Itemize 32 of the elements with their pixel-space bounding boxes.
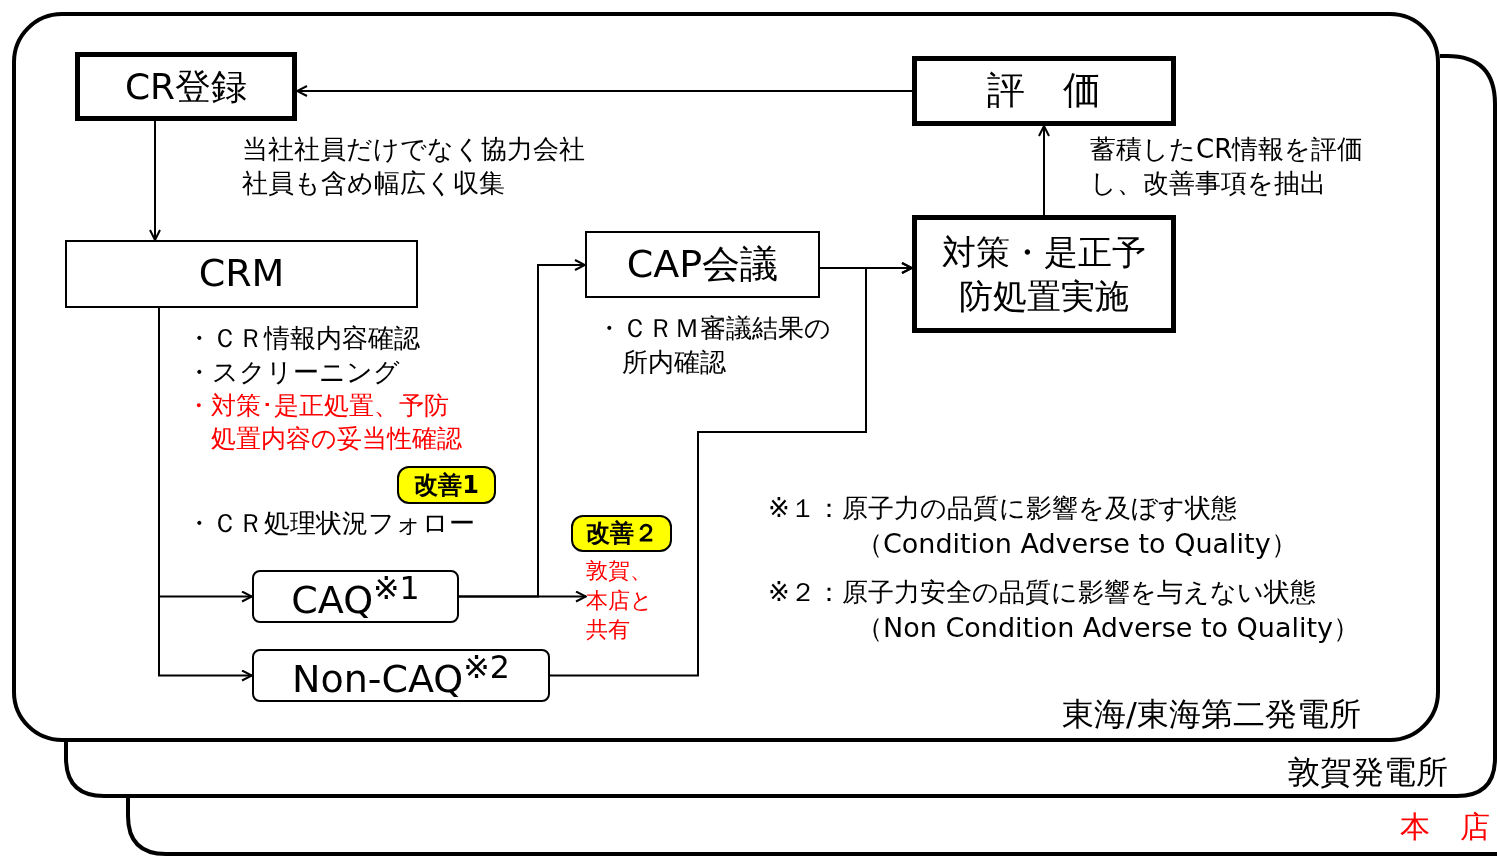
- bullet-item: ・ＣＲ処理状況フォロー: [186, 507, 475, 540]
- improvement-badge: 改善1: [397, 466, 496, 504]
- note-text: 蓄積したCR情報を評価し、改善事項を抽出: [1090, 133, 1365, 200]
- process-box: CR登録: [75, 52, 297, 121]
- bullet-item: ・ＣＲ情報内容確認: [186, 322, 420, 355]
- improvement-badge: 改善２: [571, 515, 672, 552]
- site-name: 本 店: [1400, 812, 1490, 842]
- process-box: Non-CAQ$^{※2}$: [252, 649, 550, 702]
- process-box: 評 価: [912, 56, 1176, 126]
- process-box: 対策・是正予防処置実施: [912, 215, 1176, 333]
- footnote: ※１：原子力の品質に影響を及ぼす状態: [768, 492, 1237, 525]
- process-box: [64, 742, 1497, 798]
- arrow: [458, 590, 587, 603]
- site-card: [12, 12, 1440, 742]
- footnote: （Non Condition Adverse to Quality）: [856, 611, 1361, 645]
- site-name: 敦賀発電所: [1288, 756, 1448, 788]
- arrow: [1038, 125, 1050, 216]
- arrow: [296, 85, 913, 97]
- arrow: [149, 120, 161, 241]
- bullet-item: ・ＣＲＭ審議結果の所内確認: [596, 312, 832, 379]
- note-text: 敦賀、本店と共有: [586, 556, 670, 646]
- bullet-item: ・対策･是正処置、予防処置内容の妥当性確認: [186, 390, 463, 455]
- process-box: CAQ$^{※1}$: [252, 570, 459, 623]
- bullet-item: ・スクリーニング: [186, 356, 400, 389]
- process-box: CRM: [65, 240, 418, 308]
- process-box: [126, 798, 1497, 856]
- footnote: （Condition Adverse to Quality）: [856, 527, 1298, 561]
- site-name: 東海/東海第二発電所: [1062, 698, 1361, 730]
- arrow: [549, 262, 913, 677]
- footnote: ※２：原子力安全の品質に影響を与えない状態: [768, 576, 1316, 609]
- process-box: CAP会議: [585, 231, 820, 298]
- note-text: 当社社員だけでなく協力会社社員も含め幅広く収集: [242, 133, 586, 200]
